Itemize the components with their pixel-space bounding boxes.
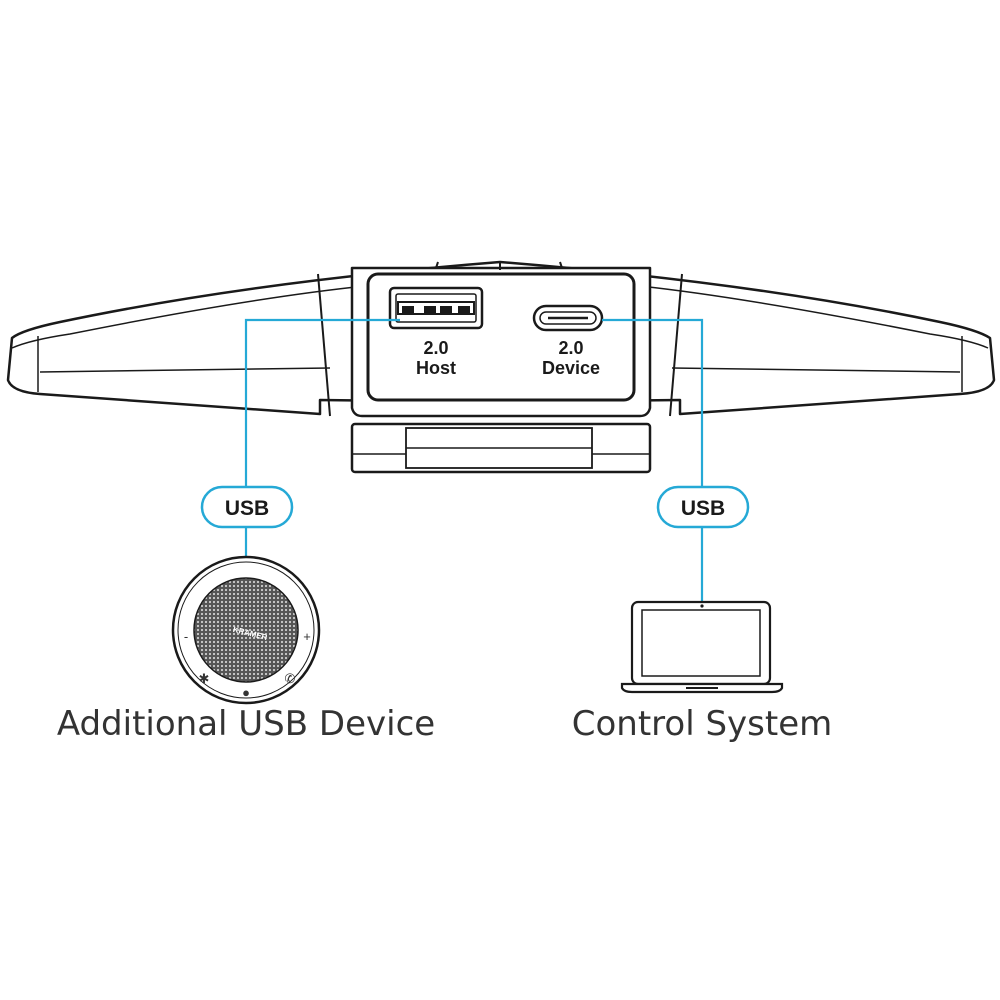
usb-tag-right: USB xyxy=(656,485,750,529)
cables xyxy=(244,318,704,604)
usb-tag-right-label: USB xyxy=(681,497,725,520)
volume-up-icon: + xyxy=(303,629,311,644)
laptop-caption: Control System xyxy=(572,704,833,744)
bluetooth-icon: ✱ xyxy=(199,671,210,686)
speaker-caption: Additional USB Device xyxy=(57,704,435,744)
speakerphone: KRAMER - + ✱ ● ✆ xyxy=(171,555,321,705)
laptop xyxy=(620,600,784,694)
cable-left xyxy=(244,318,400,488)
usb-tag-left-label: USB xyxy=(225,497,269,520)
usb-c-device-port xyxy=(532,304,604,332)
usb-tag-left: USB xyxy=(200,485,294,529)
mount-bracket xyxy=(350,422,652,474)
main-unit xyxy=(6,260,996,418)
device-port-label-line2: Device xyxy=(542,358,600,378)
host-port-label-line2: Host xyxy=(416,358,456,378)
cable-right xyxy=(602,318,704,488)
host-port-label-line1: 2.0 xyxy=(423,338,448,358)
mute-icon: ● xyxy=(242,685,250,700)
speaker-grille xyxy=(193,577,299,683)
usb-a-host-port xyxy=(388,286,484,330)
device-port-label-line1: 2.0 xyxy=(558,338,583,358)
volume-down-icon: - xyxy=(184,629,188,644)
call-icon: ✆ xyxy=(285,671,296,686)
